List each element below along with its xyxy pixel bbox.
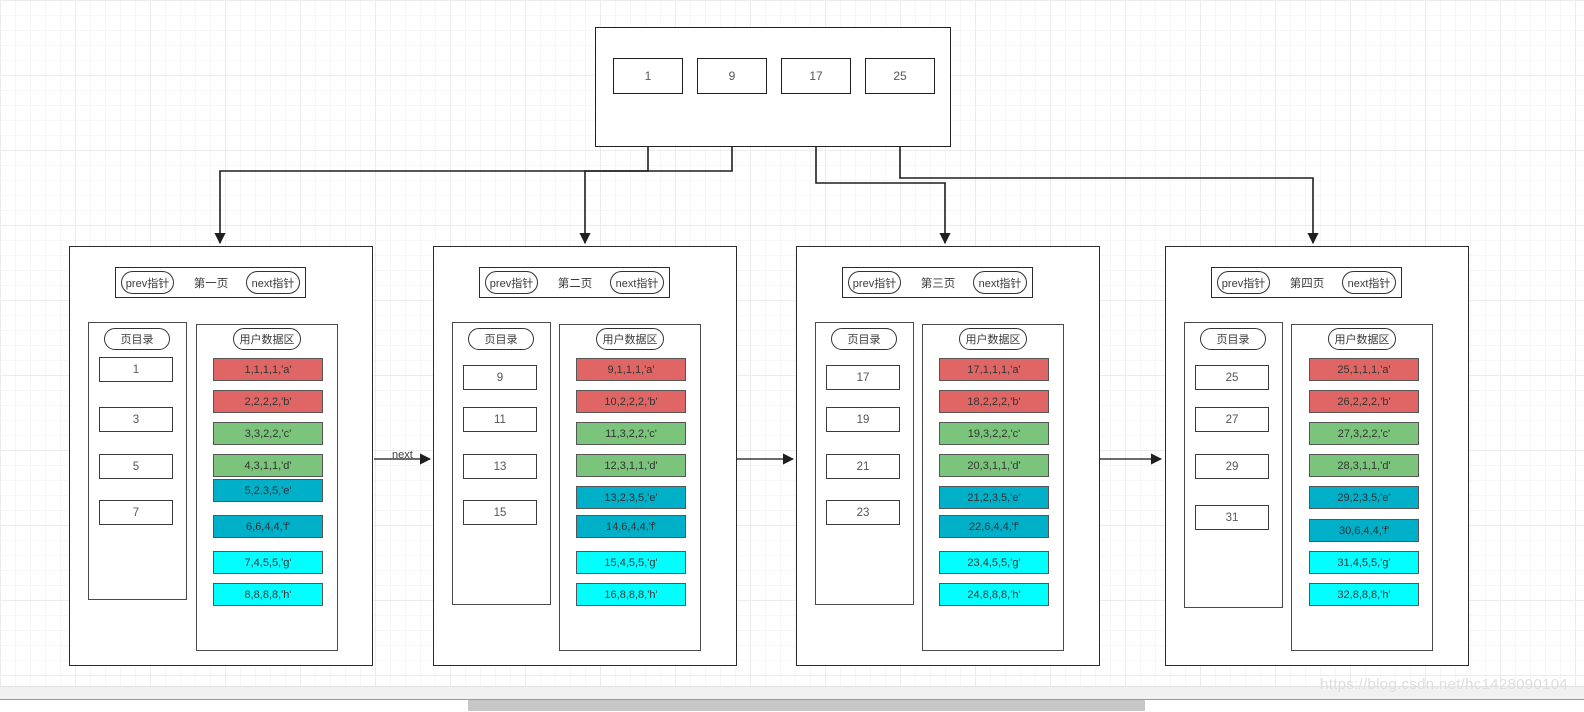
page-4-record-3[interactable]: 28,3,1,1,'d' [1309, 454, 1419, 477]
page-3-prev-pointer[interactable]: prev指针 [848, 271, 901, 294]
page-3-slot-3[interactable]: 23 [826, 500, 900, 525]
page-3-data-frame[interactable] [922, 324, 1064, 651]
page-1-record-7[interactable]: 8,8,8,8,'h' [213, 583, 323, 606]
page-1-prev-pointer[interactable]: prev指针 [121, 271, 174, 294]
page-1-record-4[interactable]: 5,2,3,5,'e' [213, 479, 323, 502]
page-4-record-7[interactable]: 32,8,8,8,'h' [1309, 583, 1419, 606]
page-1-data-title: 用户数据区 [233, 328, 301, 350]
page-2-data-title: 用户数据区 [596, 328, 664, 350]
page-2-record-6[interactable]: 15,4,5,5,'g' [576, 551, 686, 574]
page-2-slot-2[interactable]: 13 [463, 454, 537, 479]
page-4-data-frame[interactable] [1291, 324, 1433, 651]
watermark: https://blog.csdn.net/hc1428090104 [1320, 676, 1568, 693]
page-1-slot-1[interactable]: 3 [99, 407, 173, 432]
page-2-record-7[interactable]: 16,8,8,8,'h' [576, 583, 686, 606]
page-2-record-1[interactable]: 10,2,2,2,'b' [576, 390, 686, 413]
page-2-data-frame[interactable] [559, 324, 701, 651]
page-3-title: 第三页 [920, 277, 956, 290]
page-3-next-pointer[interactable]: next指针 [973, 271, 1027, 294]
page-1-slot-3[interactable]: 7 [99, 500, 173, 525]
page-4-record-1[interactable]: 26,2,2,2,'b' [1309, 390, 1419, 413]
page-2-record-2[interactable]: 11,3,2,2,'c' [576, 422, 686, 445]
page-3-record-5[interactable]: 22,6,4,4,'f' [939, 515, 1049, 538]
page-4-slot-0[interactable]: 25 [1195, 365, 1269, 390]
page-4-directory-frame[interactable] [1184, 322, 1283, 608]
page-3-record-7[interactable]: 24,8,8,8,'h' [939, 583, 1049, 606]
page-1-record-0[interactable]: 1,1,1,1,'a' [213, 358, 323, 381]
page-4-title: 第四页 [1289, 277, 1325, 290]
root-cell-2[interactable]: 17 [781, 58, 851, 94]
page-2-slot-0[interactable]: 9 [463, 365, 537, 390]
page-4-slot-2[interactable]: 29 [1195, 454, 1269, 479]
page-2-title: 第二页 [557, 277, 593, 290]
page-4-record-2[interactable]: 27,3,2,2,'c' [1309, 422, 1419, 445]
page-2-record-0[interactable]: 9,1,1,1,'a' [576, 358, 686, 381]
page-1-directory-frame[interactable] [88, 322, 187, 600]
page-1-slot-2[interactable]: 5 [99, 454, 173, 479]
page-1-next-pointer[interactable]: next指针 [246, 271, 300, 294]
page-3-record-6[interactable]: 23,4,5,5,'g' [939, 551, 1049, 574]
page-3-record-1[interactable]: 18,2,2,2,'b' [939, 390, 1049, 413]
page-2-prev-pointer[interactable]: prev指针 [485, 271, 538, 294]
page-1-record-1[interactable]: 2,2,2,2,'b' [213, 390, 323, 413]
page-4-record-5[interactable]: 30,6,4,4,'f' [1309, 519, 1419, 542]
root-cell-1[interactable]: 9 [697, 58, 767, 94]
page-4-data-title: 用户数据区 [1328, 328, 1396, 350]
page-2-record-4[interactable]: 13,2,3,5,'e' [576, 486, 686, 509]
page-1-slot-0[interactable]: 1 [99, 357, 173, 382]
page-1-data-frame[interactable] [196, 324, 338, 651]
page-1-title: 第一页 [193, 277, 229, 290]
diagram-canvas[interactable]: 1 9 17 25 next prev指针 第一页 next指针 页目录 1 3… [0, 0, 1584, 686]
page-3-slot-0[interactable]: 17 [826, 365, 900, 390]
page-4-record-6[interactable]: 31,4,5,5,'g' [1309, 551, 1419, 574]
page-1-directory-title: 页目录 [104, 328, 170, 350]
page-4-directory-title: 页目录 [1200, 328, 1266, 350]
page-2-directory-frame[interactable] [452, 322, 551, 605]
page-3-record-2[interactable]: 19,3,2,2,'c' [939, 422, 1049, 445]
page-3-record-0[interactable]: 17,1,1,1,'a' [939, 358, 1049, 381]
page-4-slot-3[interactable]: 31 [1195, 505, 1269, 530]
page-3-data-title: 用户数据区 [959, 328, 1027, 350]
page-3-record-4[interactable]: 21,2,3,5,'e' [939, 486, 1049, 509]
page-1-record-3[interactable]: 4,3,1,1,'d' [213, 454, 323, 477]
page-3-record-3[interactable]: 20,3,1,1,'d' [939, 454, 1049, 477]
page-3-slot-2[interactable]: 21 [826, 454, 900, 479]
page-1-record-2[interactable]: 3,3,2,2,'c' [213, 422, 323, 445]
page-3-directory-frame[interactable] [815, 322, 914, 605]
page-1-record-5[interactable]: 6,6,4,4,'f' [213, 515, 323, 538]
page-3-slot-1[interactable]: 19 [826, 407, 900, 432]
page-2-record-5[interactable]: 14,6,4,4,'f' [576, 515, 686, 538]
page-4-prev-pointer[interactable]: prev指针 [1217, 271, 1270, 294]
page-2-next-pointer[interactable]: next指针 [610, 271, 664, 294]
page-4-slot-1[interactable]: 27 [1195, 407, 1269, 432]
page-4-record-4[interactable]: 29,2,3,5,'e' [1309, 486, 1419, 509]
page-2-directory-title: 页目录 [468, 328, 534, 350]
edge-label-next: next [392, 449, 413, 461]
root-cell-0[interactable]: 1 [613, 58, 683, 94]
page-4-record-0[interactable]: 25,1,1,1,'a' [1309, 358, 1419, 381]
page-2-slot-3[interactable]: 15 [463, 500, 537, 525]
root-cell-3[interactable]: 25 [865, 58, 935, 94]
horizontal-scrollbar-thumb[interactable] [468, 700, 1145, 711]
page-2-record-3[interactable]: 12,3,1,1,'d' [576, 454, 686, 477]
page-1-record-6[interactable]: 7,4,5,5,'g' [213, 551, 323, 574]
page-4-next-pointer[interactable]: next指针 [1342, 271, 1396, 294]
page-3-directory-title: 页目录 [831, 328, 897, 350]
page-2-slot-1[interactable]: 11 [463, 407, 537, 432]
